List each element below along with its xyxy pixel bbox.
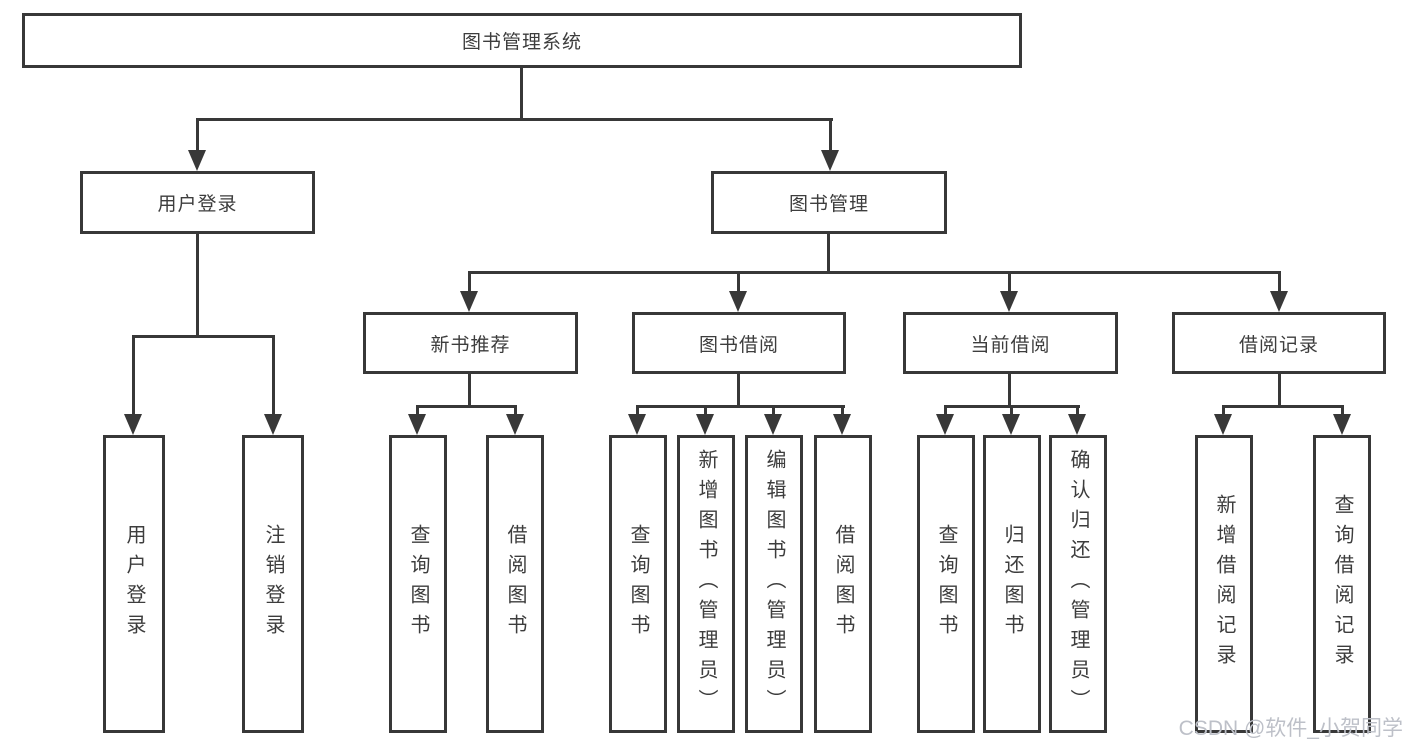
connector-line-v: [514, 405, 517, 415]
connector-line-h: [636, 405, 845, 408]
arrow-down-icon: [1214, 414, 1232, 435]
connector-line-v: [416, 405, 419, 415]
node-label: 图书管理: [788, 194, 869, 215]
node-book-borrowing: 图书借阅: [632, 312, 846, 374]
node-label: 归还图书: [1001, 524, 1023, 644]
connector-line-v: [636, 405, 639, 415]
connector-line-v: [132, 335, 135, 415]
node-edit-book-admin: 编辑图书（管理员）: [745, 435, 803, 733]
arrow-down-icon: [833, 414, 851, 435]
node-query-books-borrowing: 查询图书: [609, 435, 667, 733]
node-label: 新书推荐: [430, 334, 511, 356]
node-current-borrowing: 当前借阅: [903, 312, 1118, 374]
connector-line-v: [772, 405, 775, 415]
node-label: 确认归还（管理员）: [1067, 449, 1089, 719]
node-add-borrow-record: 新增借阅记录: [1195, 435, 1253, 733]
connector-line-v: [737, 374, 740, 408]
arrow-down-icon: [1068, 414, 1086, 435]
node-add-book-admin: 新增图书（管理员）: [677, 435, 735, 733]
arrow-down-icon: [124, 414, 142, 435]
node-label: 查询图书: [627, 524, 649, 644]
arrow-down-icon: [764, 414, 782, 435]
connector-line-v: [704, 405, 707, 415]
arrow-down-icon: [821, 150, 839, 171]
node-book-management: 图书管理: [711, 171, 947, 234]
connector-line-v: [196, 234, 199, 335]
connector-line-v: [841, 405, 844, 415]
connector-line-h: [468, 271, 1281, 274]
node-user-login-leaf: 用户登录: [103, 435, 165, 733]
connector-line-v: [1278, 374, 1281, 408]
node-label: 图书管理系统: [461, 32, 582, 53]
connector-line-v: [829, 118, 832, 151]
arrow-down-icon: [408, 414, 426, 435]
arrow-down-icon: [460, 291, 478, 312]
connector-line-v: [468, 271, 471, 293]
arrow-down-icon: [729, 291, 747, 312]
arrow-down-icon: [696, 414, 714, 435]
node-query-books-recommend: 查询图书: [389, 435, 447, 733]
node-label: 图书借阅: [698, 334, 779, 356]
node-user-login: 用户登录: [80, 171, 315, 234]
node-query-borrow-record: 查询借阅记录: [1313, 435, 1371, 733]
connector-line-v: [737, 271, 740, 293]
connector-line-h: [1222, 405, 1344, 408]
connector-line-v: [1076, 405, 1079, 415]
node-logout: 注销登录: [242, 435, 304, 733]
arrow-down-icon: [1333, 414, 1351, 435]
node-library-management-system: 图书管理系统: [22, 13, 1022, 68]
connector-line-v: [520, 68, 523, 118]
node-new-book-recommend: 新书推荐: [363, 312, 578, 374]
node-label: 新增图书（管理员）: [695, 449, 717, 719]
connector-line-h: [196, 118, 833, 121]
node-borrow-books-borrowing: 借阅图书: [814, 435, 872, 733]
node-label: 用户登录: [123, 524, 145, 644]
node-label: 借阅图书: [832, 524, 854, 644]
node-label: 注销登录: [262, 524, 284, 644]
connector-line-v: [827, 234, 830, 274]
node-label: 当前借阅: [970, 334, 1051, 356]
node-label: 编辑图书（管理员）: [763, 449, 785, 719]
node-label: 新增借阅记录: [1213, 494, 1235, 674]
arrow-down-icon: [188, 150, 206, 171]
arrow-down-icon: [628, 414, 646, 435]
node-borrow-books-recommend: 借阅图书: [486, 435, 544, 733]
node-borrow-records: 借阅记录: [1172, 312, 1386, 374]
connector-line-h: [132, 335, 275, 338]
arrow-down-icon: [936, 414, 954, 435]
node-label: 借阅记录: [1238, 334, 1319, 356]
connector-line-v: [944, 405, 947, 415]
connector-line-v: [1008, 271, 1011, 293]
node-confirm-return-admin: 确认归还（管理员）: [1049, 435, 1107, 733]
connector-line-v: [272, 335, 275, 415]
connector-line-v: [1341, 405, 1344, 415]
arrow-down-icon: [1000, 291, 1018, 312]
connector-line-v: [1278, 271, 1281, 293]
connector-line-h: [416, 405, 517, 408]
connector-line-v: [1010, 405, 1013, 415]
connector-line-v: [196, 118, 199, 151]
watermark: CSDN @软件_小贺同学: [1178, 717, 1403, 740]
connector-line-v: [1222, 405, 1225, 415]
node-query-books-current: 查询图书: [917, 435, 975, 733]
arrow-down-icon: [1270, 291, 1288, 312]
arrow-down-icon: [264, 414, 282, 435]
node-label: 查询图书: [935, 524, 957, 644]
node-label: 借阅图书: [504, 524, 526, 644]
arrow-down-icon: [1002, 414, 1020, 435]
node-return-books: 归还图书: [983, 435, 1041, 733]
node-label: 用户登录: [157, 194, 238, 215]
connector-line-v: [468, 374, 471, 408]
node-label: 查询图书: [407, 524, 429, 644]
connector-line-v: [1008, 374, 1011, 408]
node-label: 查询借阅记录: [1331, 494, 1353, 674]
arrow-down-icon: [506, 414, 524, 435]
